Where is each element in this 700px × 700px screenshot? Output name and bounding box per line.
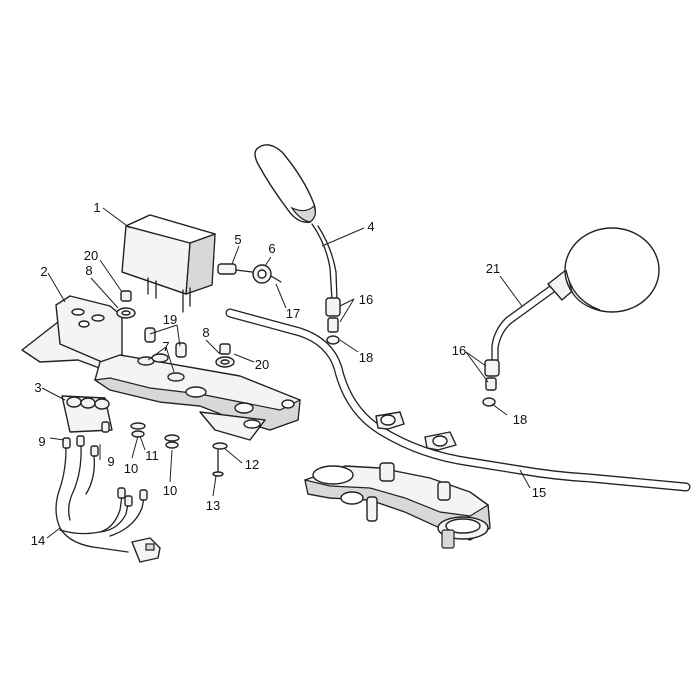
indicator-lamp-holder [61, 395, 113, 433]
instrument-unit [121, 214, 216, 313]
callout-9-right: 9 [107, 454, 114, 469]
speedo-drive [217, 263, 282, 284]
callout-7: 7 [162, 339, 169, 354]
callout-10-left: 10 [124, 461, 138, 476]
callout-8-right: 8 [202, 325, 209, 340]
callout-20-right: 20 [255, 357, 269, 372]
callout-16-right: 16 [452, 343, 466, 358]
callout-2: 2 [40, 264, 47, 279]
grommet-left [116, 290, 136, 319]
bulbs [62, 421, 110, 457]
wiring-harness [55, 445, 161, 563]
callout-10-right: 10 [163, 483, 177, 498]
handlebar-clamp-right [424, 431, 457, 451]
callout-5: 5 [234, 232, 241, 247]
callout-20-left: 20 [84, 248, 98, 263]
callout-11: 11 [145, 448, 159, 463]
callout-18-right: 18 [513, 412, 527, 427]
callout-19: 19 [163, 312, 177, 327]
callout-17: 17 [286, 306, 300, 321]
instrument-bracket [21, 295, 301, 441]
leader-lines [41, 207, 531, 539]
spacer-rubbers [137, 327, 187, 382]
handlebar-clamp-left [375, 411, 405, 430]
callout-21: 21 [486, 261, 500, 276]
callout-3: 3 [34, 380, 41, 395]
callout-16-left: 16 [359, 292, 373, 307]
steering-yoke [304, 462, 491, 549]
callout-9-left: 9 [38, 434, 45, 449]
callout-12: 12 [245, 457, 259, 472]
screw [212, 449, 224, 477]
callout-8-left: 8 [85, 263, 92, 278]
mirror-left [254, 144, 341, 345]
washers [130, 422, 228, 450]
grommet-right [215, 343, 235, 368]
callout-6: 6 [268, 241, 275, 256]
callout-15: 15 [532, 485, 546, 500]
callout-labels: 1 2 3 4 5 6 7 8 8 9 9 10 10 11 12 13 14 … [31, 200, 546, 548]
mirror-right [482, 227, 660, 407]
callout-4: 4 [367, 219, 374, 234]
callout-1: 1 [93, 200, 100, 215]
handlebar [225, 308, 691, 492]
callout-14: 14 [31, 533, 45, 548]
callout-13: 13 [206, 498, 220, 513]
callout-18-left: 18 [359, 350, 373, 365]
